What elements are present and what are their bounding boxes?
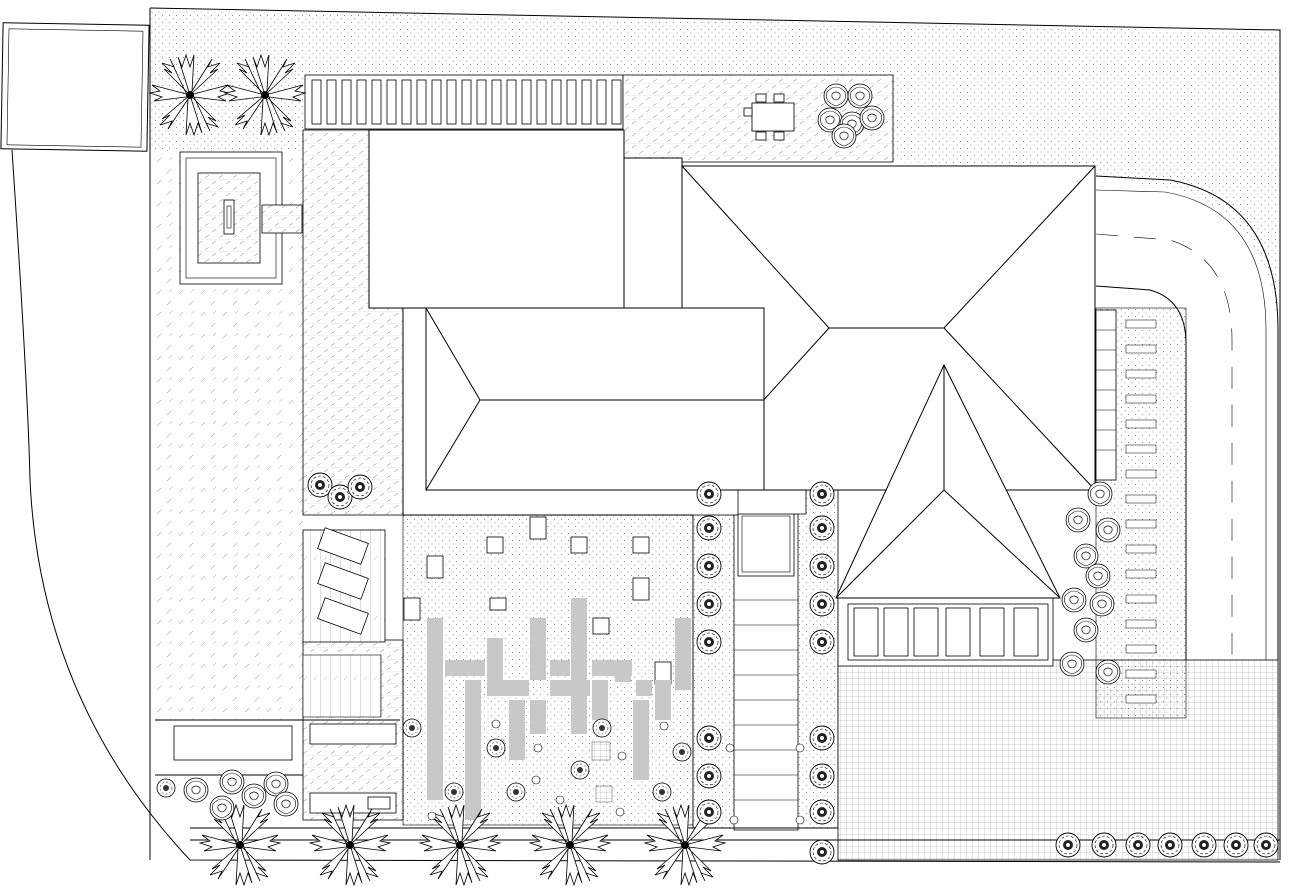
neighbor-parcel: [0, 22, 150, 152]
water-feature: [179, 151, 303, 285]
stepping-stones: [427, 719, 805, 825]
house-roof: [368, 129, 1096, 599]
pergola-top: [304, 74, 624, 130]
front-plaza: [402, 514, 694, 826]
dining-table-icon: [743, 93, 795, 141]
lawn-top: [150, 10, 1278, 330]
garage-doors: [847, 603, 1049, 661]
side-path-right: [1095, 307, 1187, 719]
sun-lounger-icon: [302, 527, 386, 643]
bench-icon: [173, 723, 397, 814]
driveway-paving: [837, 659, 1279, 861]
